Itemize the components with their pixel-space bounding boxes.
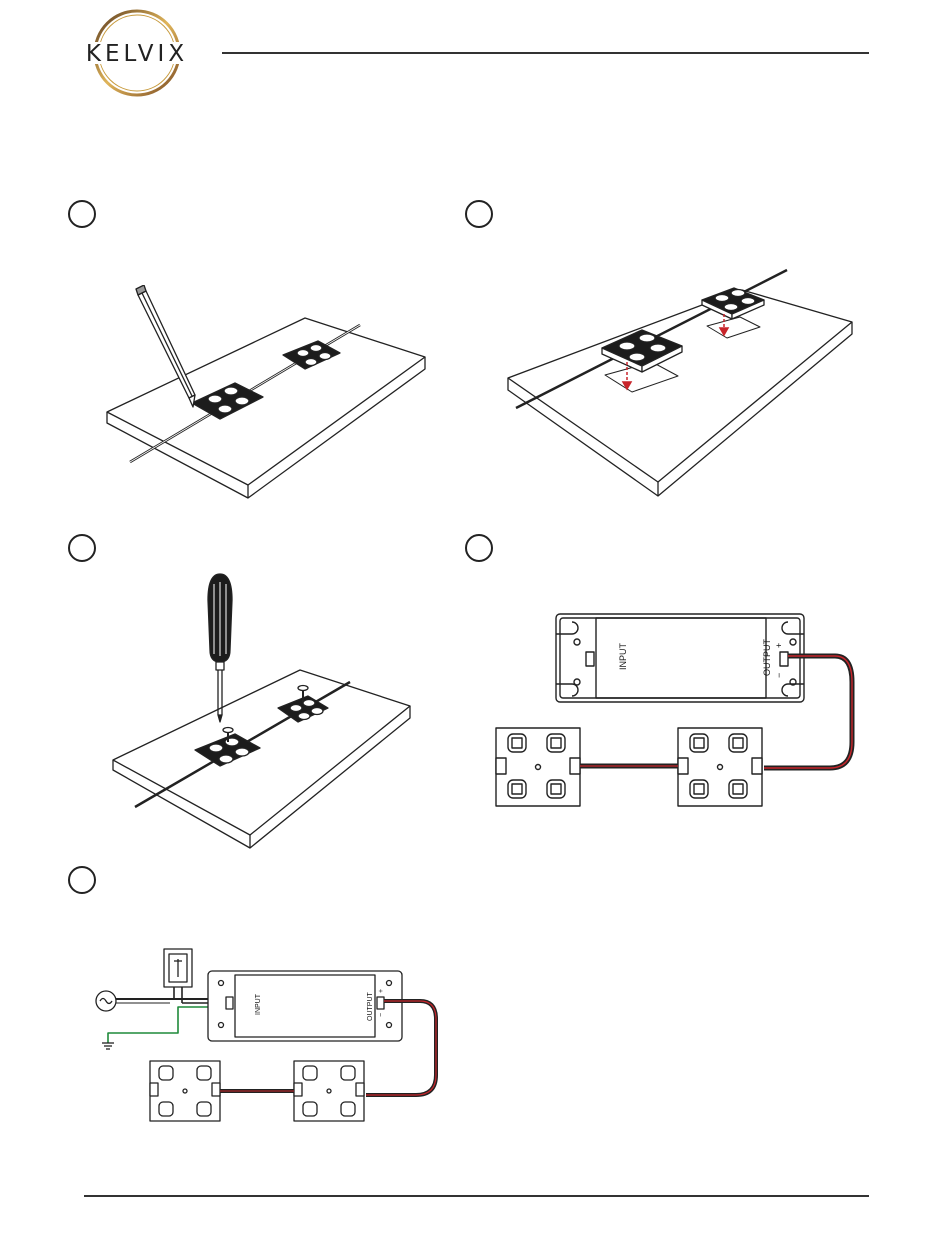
driver-minus-label: − [378, 1013, 385, 1017]
driver-plus-label: + [378, 989, 385, 993]
step-2-illustration [502, 262, 862, 502]
header: KELVIX [0, 0, 950, 110]
screwdriver-icon [208, 574, 232, 722]
step-4-circle [465, 534, 493, 562]
step-1-illustration [100, 285, 440, 510]
step-5-circle [68, 866, 96, 894]
driver-output-label: OUTPUT [367, 992, 374, 1022]
ground-icon [102, 1043, 114, 1049]
mounting-board [113, 670, 410, 835]
mounting-board [107, 318, 425, 485]
header-rule [222, 52, 869, 54]
step-3-circle [68, 534, 96, 562]
driver-plus-label: + [774, 643, 784, 648]
footer-rule [84, 1195, 869, 1197]
driver-input-label: INPUT [255, 993, 262, 1015]
ac-source-icon [96, 991, 116, 1011]
driver-minus-label: − [774, 673, 784, 678]
kelvix-logo: KELVIX [60, 0, 260, 110]
switch-icon [164, 949, 192, 987]
step-3-illustration [110, 570, 420, 850]
step-4-illustration: INPUT OUTPUT + − [490, 612, 870, 812]
step-1-circle [68, 200, 96, 228]
led-module [294, 1061, 364, 1121]
led-module [678, 728, 762, 806]
driver-input-label: INPUT [618, 642, 628, 670]
step-2-circle [465, 200, 493, 228]
step-5-illustration: INPUT OUTPUT + − [90, 945, 450, 1130]
ground-wire [108, 1007, 210, 1043]
led-module [496, 728, 580, 806]
driver-output-label: OUTPUT [762, 639, 772, 677]
brand-name: KELVIX [86, 41, 188, 67]
led-module [150, 1061, 220, 1121]
